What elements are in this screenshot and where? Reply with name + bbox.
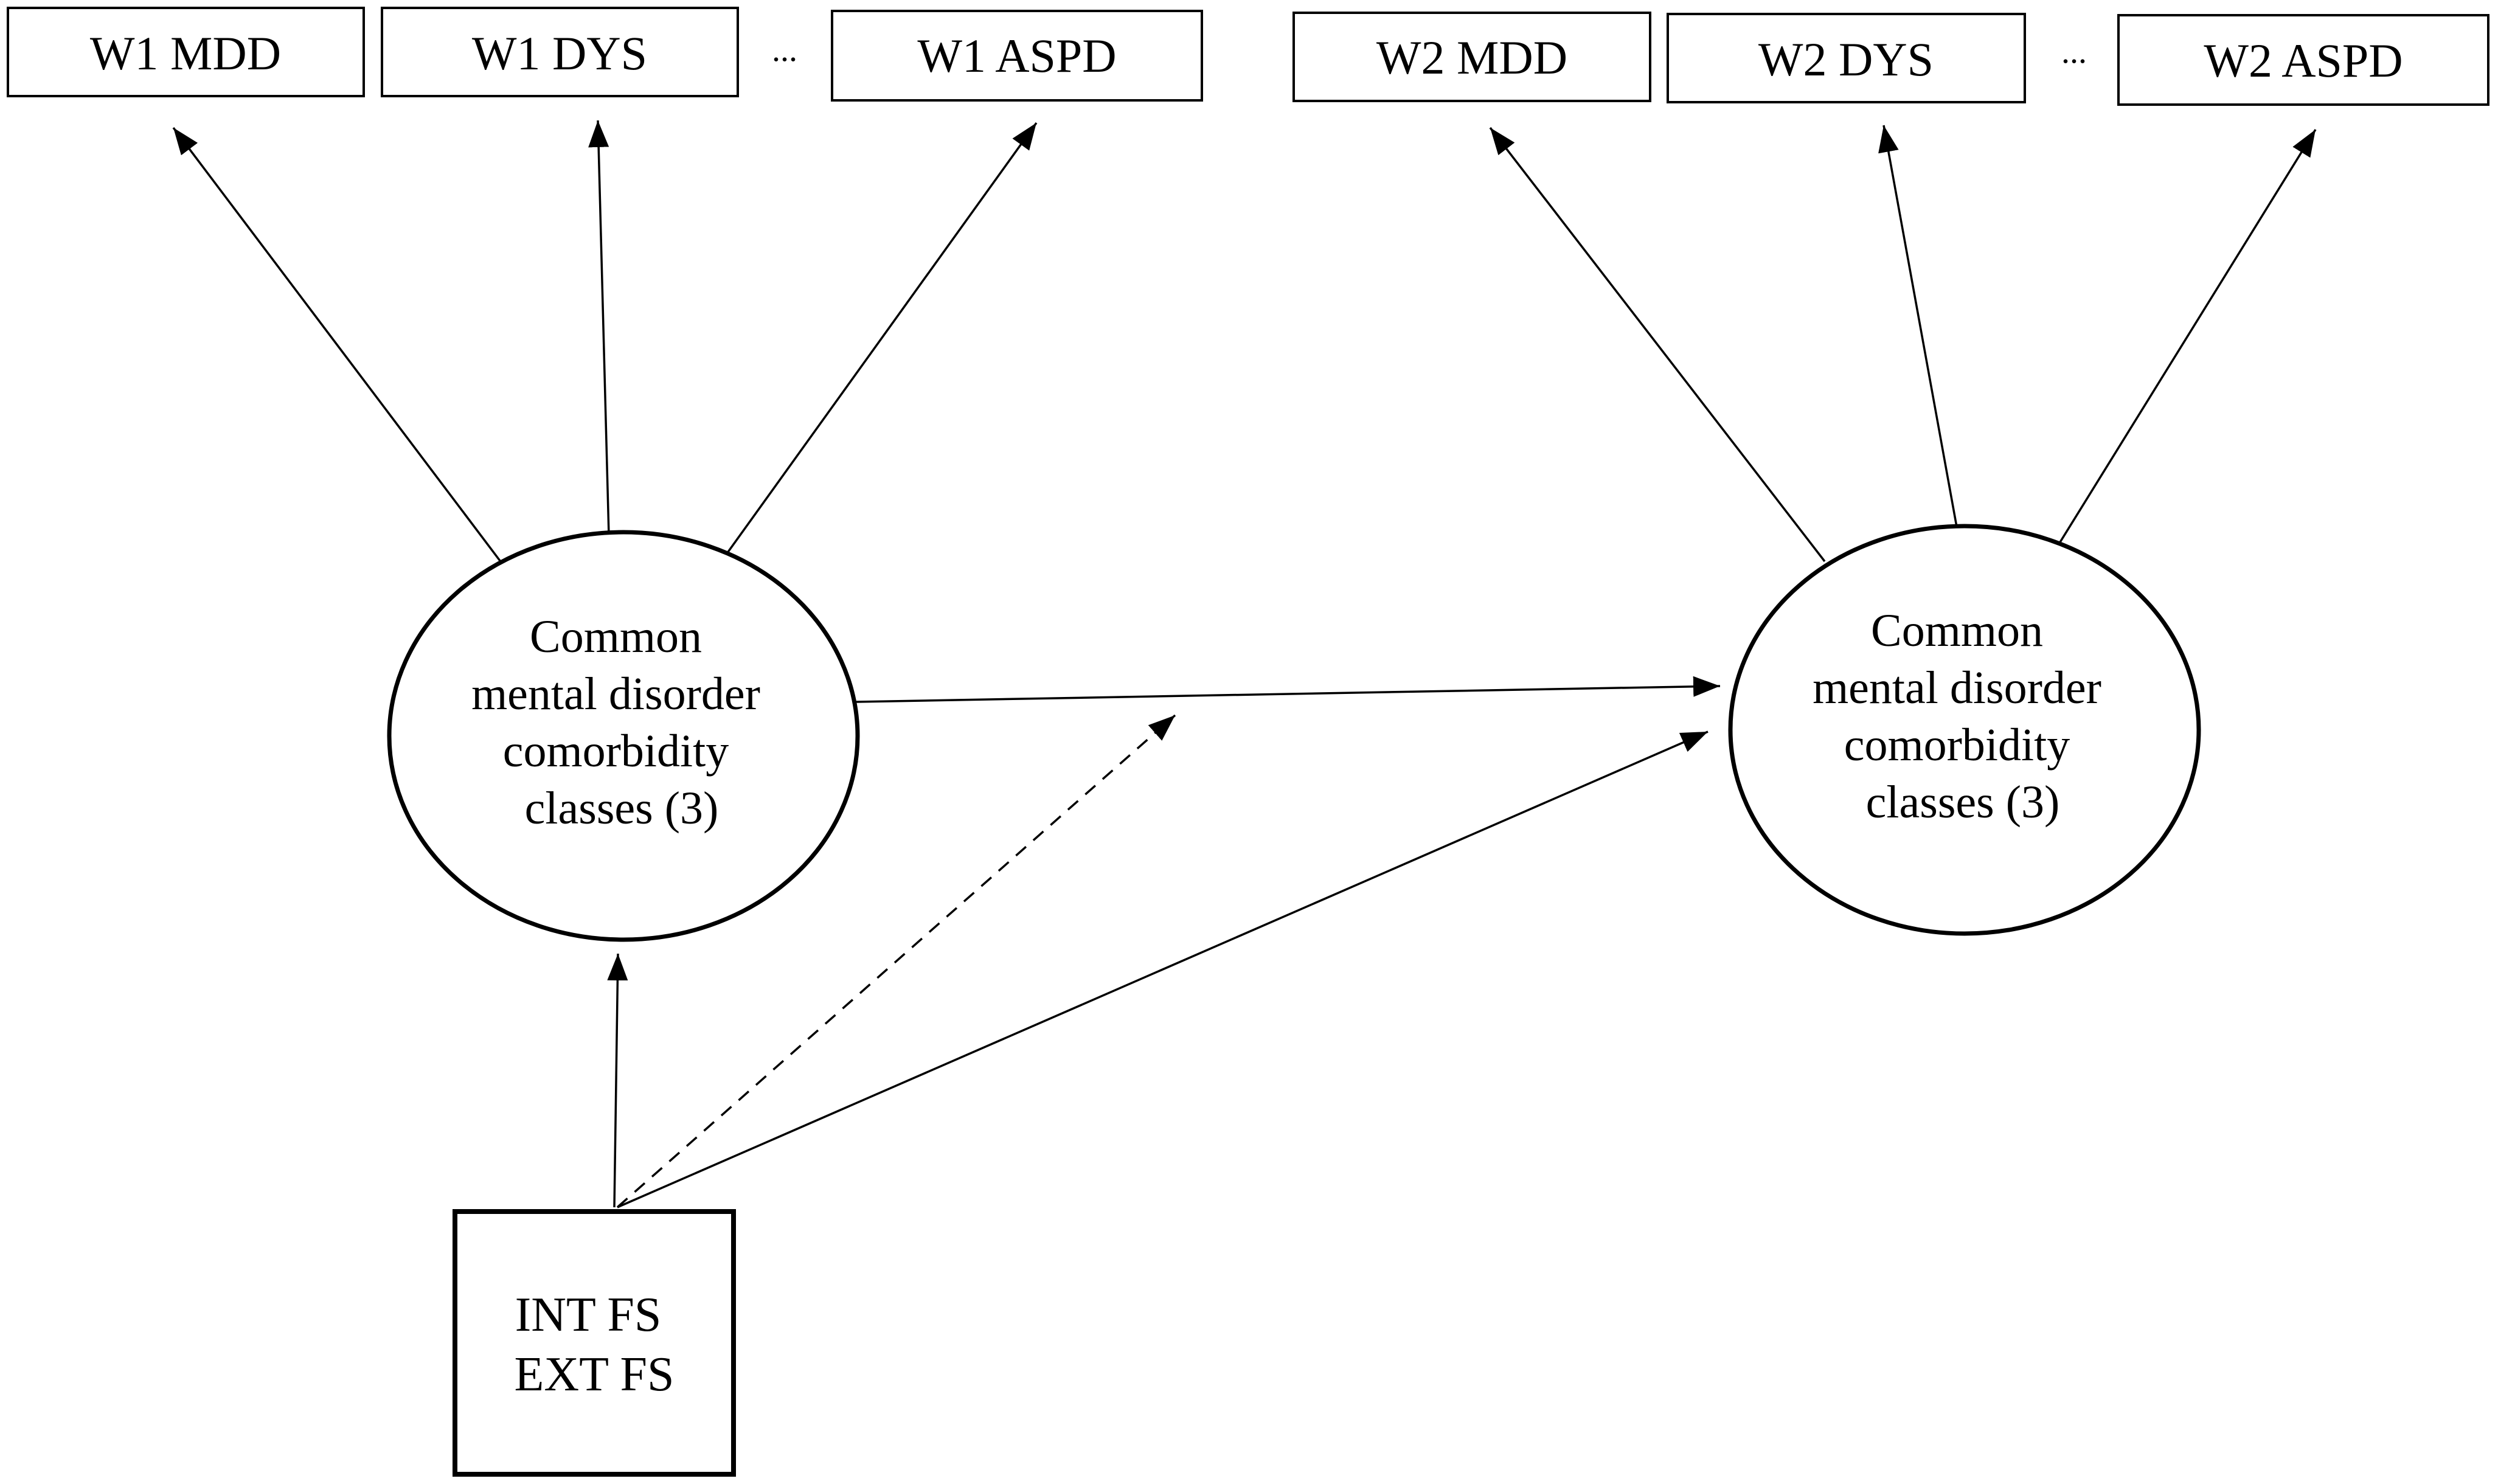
w1-latent-line-1: Common	[530, 611, 702, 662]
w2-latent-line-2: mental disorder	[1813, 662, 2101, 713]
arrow-w1-latent-to-dys	[588, 120, 610, 536]
w1-ellipsis: ...	[772, 31, 797, 69]
w2-indicator-mdd-label: W2 MDD	[1376, 31, 1567, 84]
w2-latent-line-4: classes (3)	[1866, 777, 2060, 828]
w2-indicator-aspd-label: W2 ASPD	[2204, 34, 2403, 87]
w1-indicator-aspd: W1 ASPD	[831, 10, 1203, 102]
arrow-w2-latent-to-dys	[1878, 125, 1958, 527]
arrow-w2-latent-to-mdd	[1489, 127, 1826, 563]
covariate-ext-fs: EXT FS	[514, 1348, 674, 1401]
w1-indicator-dys: W1 DYS	[381, 7, 739, 97]
w1-indicator-mdd-label: W1 MDD	[90, 27, 281, 80]
svg-text:Common mental disorder: Common mental disorder comorbidity class…	[471, 611, 772, 834]
covariates-box: INT FS EXT FS	[453, 1209, 736, 1477]
arrow-w1-latent-to-w2-latent	[856, 676, 1721, 703]
w2-indicator-dys: W2 DYS	[1667, 13, 2026, 103]
svg-text:Common mental disorder: Common mental disorder comorbidity class…	[1813, 605, 2113, 828]
w1-indicator-aspd-label: W1 ASPD	[917, 29, 1116, 82]
w1-latent-line-2: mental disorder	[471, 668, 760, 719]
w2-indicator-mdd: W2 MDD	[1292, 12, 1651, 102]
svg-text:INT FS EXT FS: INT FS EXT FS	[514, 1288, 674, 1401]
w1-latent-line-4: classes (3)	[525, 783, 719, 834]
covariate-int-fs: INT FS	[515, 1288, 662, 1342]
w2-indicator-dys-label: W2 DYS	[1758, 33, 1934, 86]
arrow-covariates-to-w1-latent	[607, 953, 628, 1208]
arrow-w1-latent-to-mdd	[172, 127, 501, 562]
arrow-w2-latent-to-aspd	[2058, 129, 2317, 544]
w2-latent-line-3: comorbidity	[1844, 719, 2070, 771]
w1-indicator-dys-label: W1 DYS	[472, 27, 647, 80]
arrow-covariates-moderation-dashed	[616, 714, 1176, 1208]
w1-latent-class-node: Common mental disorder comorbidity class…	[387, 530, 860, 942]
w2-latent-line-1: Common	[1871, 605, 2043, 656]
w1-indicator-mdd: W1 MDD	[7, 7, 365, 97]
w1-latent-line-3: comorbidity	[503, 726, 729, 777]
w2-ellipsis: ...	[2061, 33, 2087, 71]
w2-latent-class-node: Common mental disorder comorbidity class…	[1728, 524, 2201, 936]
arrow-w1-latent-to-aspd	[724, 122, 1038, 556]
w2-indicator-aspd: W2 ASPD	[2117, 14, 2489, 106]
arrow-covariates-to-w2-latent	[617, 730, 1709, 1208]
